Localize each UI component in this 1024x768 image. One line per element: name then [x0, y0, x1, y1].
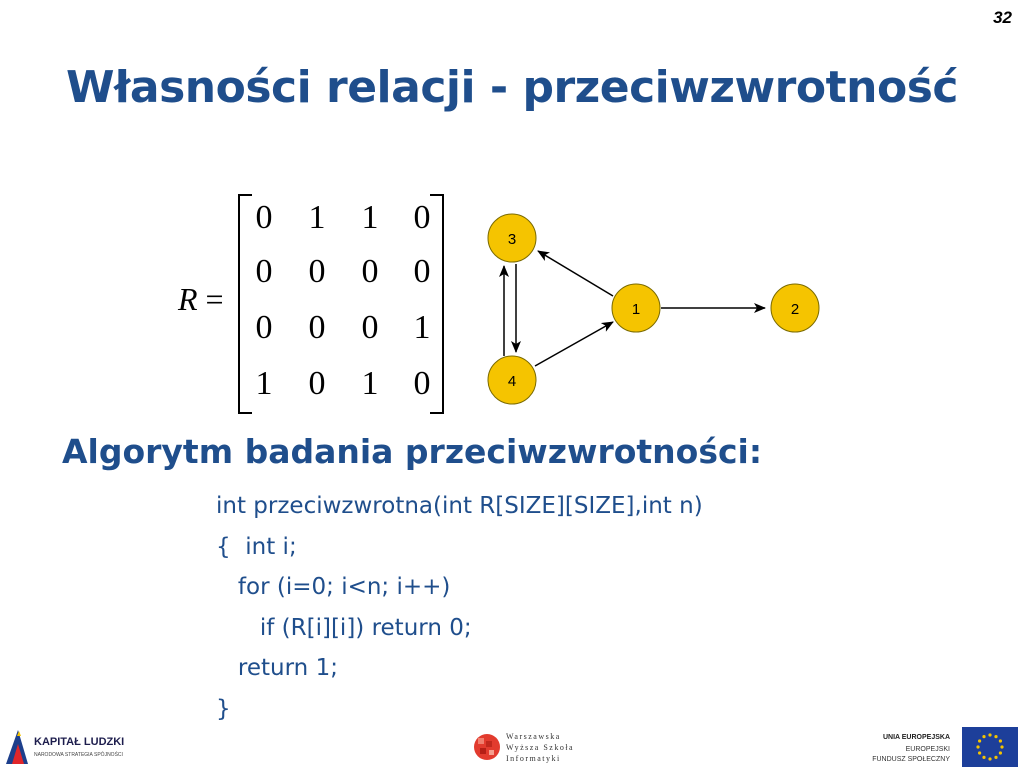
matrix-cell: 1 [308, 199, 326, 236]
matrix-cell: 0 [361, 309, 379, 346]
wwsi-line-2: Wyższa Szkoła [506, 743, 575, 752]
edge-1-3 [537, 250, 614, 297]
matrix-label: R = [178, 281, 224, 318]
matrix-cell: 0 [308, 309, 326, 346]
matrix-cell: 1 [255, 365, 273, 402]
matrix-cell: 1 [361, 199, 379, 236]
relation-graph: 3 1 2 4 [487, 213, 820, 405]
node-circle [770, 283, 820, 333]
matrix-cell: 0 [413, 199, 431, 236]
matrix-left-bracket [238, 194, 252, 414]
kapital-ludzki-mark-icon [6, 730, 28, 764]
algorithm-heading: Algorytm badania przeciwzwrotności: [62, 432, 763, 471]
eu-star [978, 751, 982, 755]
eu-line-2: EUROPEJSKI [905, 746, 950, 753]
code-line: } [216, 695, 231, 722]
code-line: for (i=0; i<n; i++) [216, 574, 451, 600]
matrix-cell: 1 [361, 365, 379, 402]
graph-node-4: 4 [487, 355, 537, 405]
eu-star [988, 733, 992, 737]
code-block: int przeciwzwrotna(int R[SIZE][SIZE],int… [216, 486, 703, 729]
node-circle [487, 213, 537, 263]
kapital-ludzki-subtitle: NARODOWA STRATEGIA SPÓJNOŚCI [34, 752, 123, 758]
eu-star [994, 755, 998, 759]
eu-star [994, 735, 998, 739]
matrix-cell: 0 [308, 253, 326, 290]
wwsi-line-3: Informatyki [506, 754, 561, 763]
page-number: 32 [993, 8, 1012, 27]
matrix-name: R [178, 281, 198, 317]
matrix-equals: = [205, 281, 224, 317]
code-line: return 1; [216, 655, 338, 681]
code-line: { int i; [216, 533, 297, 560]
kapital-ludzki-title: KAPITAŁ LUDZKI [34, 736, 125, 748]
kapital-ludzki-logo: KAPITAŁ LUDZKI NARODOWA STRATEGIA SPÓJNO… [4, 726, 134, 766]
eu-flag-icon [962, 727, 1018, 767]
edge-4-1 [534, 321, 614, 367]
eu-star [978, 739, 982, 743]
wwsi-logo: Warszawska Wyższa Szkoła Informatyki [472, 730, 612, 766]
wwsi-line-1: Warszawska [506, 732, 561, 741]
matrix-cell: 0 [413, 253, 431, 290]
graph-node-3: 3 [487, 213, 537, 263]
eu-logo: UNIA EUROPEJSKA EUROPEJSKI FUNDUSZ SPOŁE… [872, 726, 1022, 768]
matrix-cell: 0 [255, 309, 273, 346]
matrix-cell: 0 [413, 365, 431, 402]
eu-star [988, 757, 992, 761]
matrix-cell: 0 [255, 199, 273, 236]
node-label: 4 [508, 373, 516, 390]
slide-title: Własności relacji - przeciwzwrotność [66, 62, 958, 113]
wwsi-sphere-icon [474, 734, 500, 760]
node-circle [611, 283, 661, 333]
eu-star [982, 735, 986, 739]
eu-star [998, 751, 1002, 755]
code-line: if (R[i][i]) return 0; [216, 614, 472, 641]
graph-node-2: 2 [770, 283, 820, 333]
matrix-cell: 0 [361, 253, 379, 290]
node-label: 1 [632, 301, 640, 318]
node-label: 3 [508, 231, 516, 248]
eu-line-3: FUNDUSZ SPOŁECZNY [872, 756, 950, 763]
eu-line-1: UNIA EUROPEJSKA [882, 734, 950, 741]
matrix-cell: 1 [413, 309, 431, 346]
node-label: 2 [791, 301, 799, 318]
matrix-cell: 0 [255, 253, 273, 290]
eu-star [976, 745, 980, 749]
graph-node-1: 1 [611, 283, 661, 333]
footer-logos: KAPITAŁ LUDZKI NARODOWA STRATEGIA SPÓJNO… [0, 722, 1024, 768]
eu-star [982, 755, 986, 759]
node-circle [487, 355, 537, 405]
code-line: int przeciwzwrotna(int R[SIZE][SIZE],int… [216, 493, 703, 519]
matrix-right-bracket [430, 194, 444, 414]
matrix-cell: 0 [308, 365, 326, 402]
eu-star [998, 739, 1002, 743]
eu-star [1000, 745, 1004, 749]
